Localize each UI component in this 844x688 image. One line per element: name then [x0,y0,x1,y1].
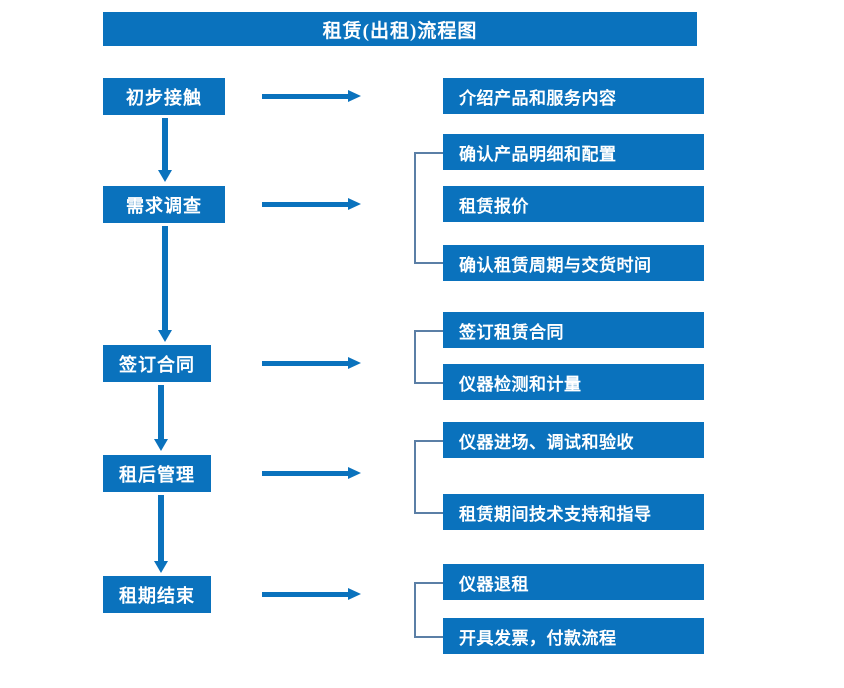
bracket-group-2 [414,152,443,264]
vertical-arrow-4-to-5 [153,495,169,575]
horizontal-arrow-4 [262,466,362,480]
stage-box-4[interactable]: 租后管理 [103,455,211,492]
stage-box-1[interactable]: 初步接触 [103,78,225,115]
horizontal-arrow-3 [262,356,362,370]
detail-box-g4-2[interactable]: 租赁期间技术支持和指导 [443,494,704,530]
stage-box-5[interactable]: 租期结束 [103,576,211,613]
bracket-group-3 [414,330,443,384]
stage-box-3[interactable]: 签订合同 [103,345,211,382]
detail-box-g3-2[interactable]: 仪器检测和计量 [443,364,704,400]
detail-box-g2-2[interactable]: 租赁报价 [443,186,704,222]
detail-box-g5-1[interactable]: 仪器退租 [443,564,704,600]
chart-title: 租赁(出租)流程图 [103,12,697,46]
bracket-group-4 [414,440,443,514]
stage-box-2[interactable]: 需求调查 [103,186,225,223]
horizontal-arrow-1 [262,89,362,103]
horizontal-arrow-5 [262,587,362,601]
horizontal-arrow-2 [262,197,362,211]
detail-box-g2-1[interactable]: 确认产品明细和配置 [443,134,704,170]
bracket-group-5 [414,582,443,638]
vertical-arrow-2-to-3 [157,226,173,344]
detail-box-g2-3[interactable]: 确认租赁周期与交货时间 [443,245,704,281]
detail-box-g4-1[interactable]: 仪器进场、调试和验收 [443,422,704,458]
detail-box-g1-1[interactable]: 介绍产品和服务内容 [443,78,704,114]
vertical-arrow-3-to-4 [153,385,169,453]
detail-box-g3-1[interactable]: 签订租赁合同 [443,312,704,348]
detail-box-g5-2[interactable]: 开具发票，付款流程 [443,618,704,654]
vertical-arrow-1-to-2 [157,118,173,184]
